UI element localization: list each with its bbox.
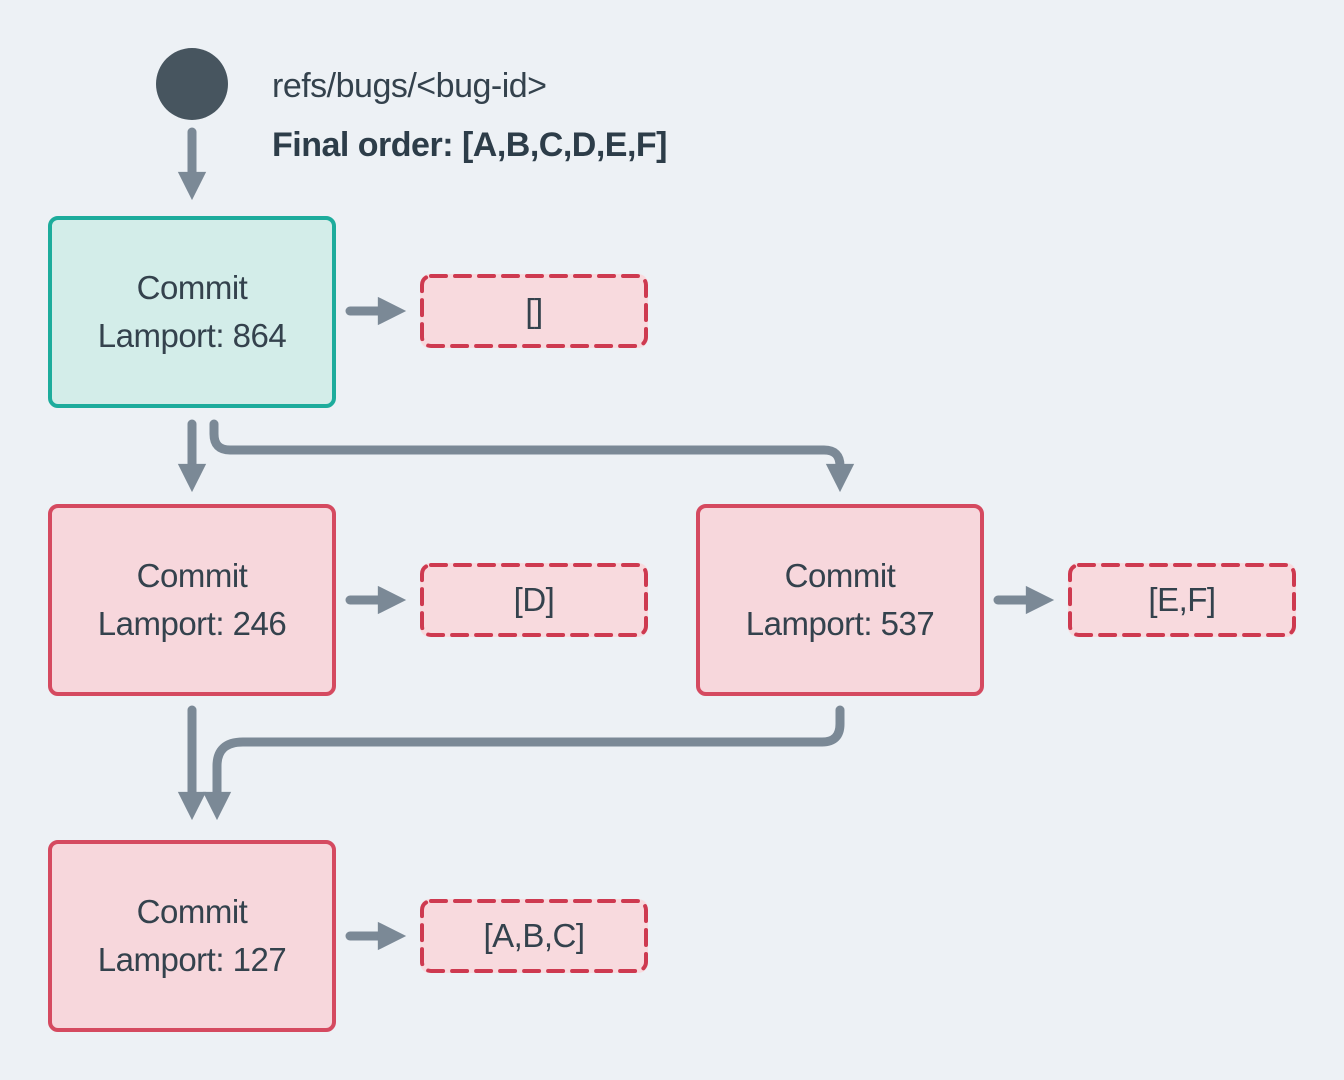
output-value: [A,B,C] bbox=[483, 917, 585, 954]
output-box-commit537: [E,F] bbox=[1068, 563, 1296, 637]
dashed-border bbox=[420, 899, 648, 973]
commit-title: Commit bbox=[784, 557, 896, 594]
ref-head-node-icon bbox=[156, 48, 228, 120]
commit-node-537: Commit Lamport: 537 bbox=[696, 504, 984, 696]
commit-node-246: Commit Lamport: 246 bbox=[48, 504, 336, 696]
commit-lamport: Lamport: 864 bbox=[97, 317, 287, 354]
output-value: [E,F] bbox=[1148, 581, 1216, 618]
commit-title: Commit bbox=[136, 893, 248, 930]
dashed-border bbox=[420, 563, 648, 637]
commit-node-127: Commit Lamport: 127 bbox=[48, 840, 336, 1032]
output-box-commit127: [A,B,C] bbox=[420, 899, 648, 973]
output-box-commit246: [D] bbox=[420, 563, 648, 637]
commit-title: Commit bbox=[136, 269, 248, 306]
commit-node-864: Commit Lamport: 864 bbox=[48, 216, 336, 408]
dashed-border bbox=[420, 274, 648, 348]
commit-lamport: Lamport: 537 bbox=[745, 605, 935, 642]
output-box-commit864: [] bbox=[420, 274, 648, 348]
commit-lamport: Lamport: 127 bbox=[97, 941, 287, 978]
output-value: [D] bbox=[513, 581, 555, 618]
output-value: [] bbox=[525, 292, 543, 329]
ref-label: refs/bugs/<bug-id> bbox=[272, 67, 547, 105]
dashed-border bbox=[1068, 563, 1296, 637]
edge-commit864-to-commit537 bbox=[209, 419, 855, 493]
commit-title: Commit bbox=[136, 557, 248, 594]
final-order-label: Final order: [A,B,C,D,E,F] bbox=[272, 126, 668, 164]
commit-lamport: Lamport: 246 bbox=[97, 605, 287, 642]
edge-commit537-to-commit127 bbox=[202, 705, 845, 821]
